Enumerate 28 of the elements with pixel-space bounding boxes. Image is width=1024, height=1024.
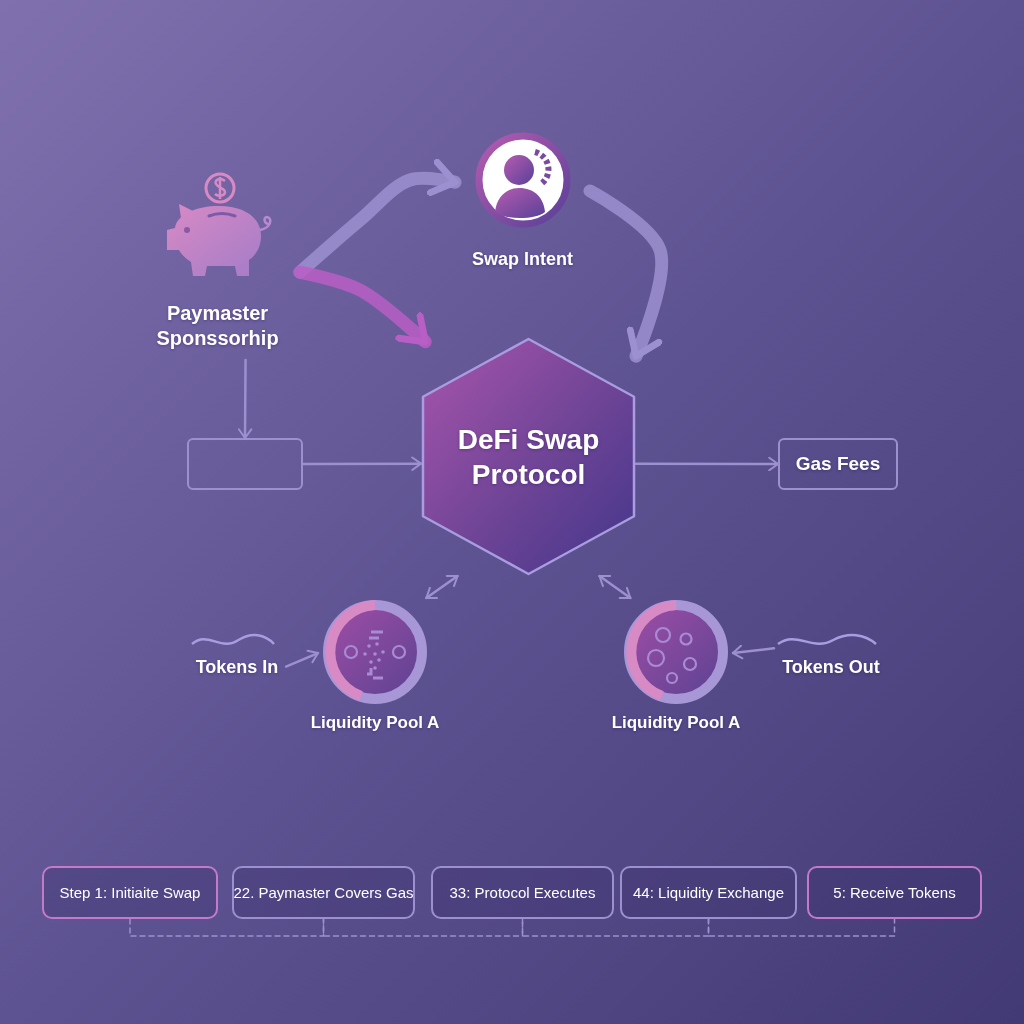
label-box [778, 438, 898, 490]
node-label: Gas Fees [795, 452, 881, 476]
dashed-connector [129, 918, 325, 937]
arrow [731, 644, 776, 660]
node-label: Swap Intent [471, 248, 574, 271]
arrow [293, 265, 432, 349]
dashed-connector [521, 918, 710, 937]
step-box: Step 1: Initiaite Swap [42, 866, 218, 919]
arrow [425, 574, 459, 600]
arrow [284, 649, 320, 668]
node-label: DeFi Swap Protocol [456, 422, 601, 492]
empty-box [187, 438, 303, 490]
node-label: Liquidity Pool A [610, 712, 742, 734]
arrow [634, 456, 780, 472]
dashed-connector [707, 918, 896, 937]
arrow [237, 358, 253, 440]
arrow [301, 456, 423, 471]
arrow [598, 574, 632, 600]
node-label: Liquidity Pool A [309, 712, 441, 734]
node-label: Paymaster Sponssorhip [155, 301, 280, 351]
node-label: Tokens Out [781, 656, 881, 679]
dashed-connector [322, 918, 524, 937]
step-box: 33: Protocol Executes [431, 866, 614, 919]
step-box: 5: Receive Tokens [807, 866, 982, 919]
step-box: 22. Paymaster Covers Gas [232, 866, 415, 919]
step-box: 44: Liquidity Exchange [620, 866, 797, 919]
arrow [583, 184, 668, 363]
node-label: Tokens In [194, 656, 280, 679]
